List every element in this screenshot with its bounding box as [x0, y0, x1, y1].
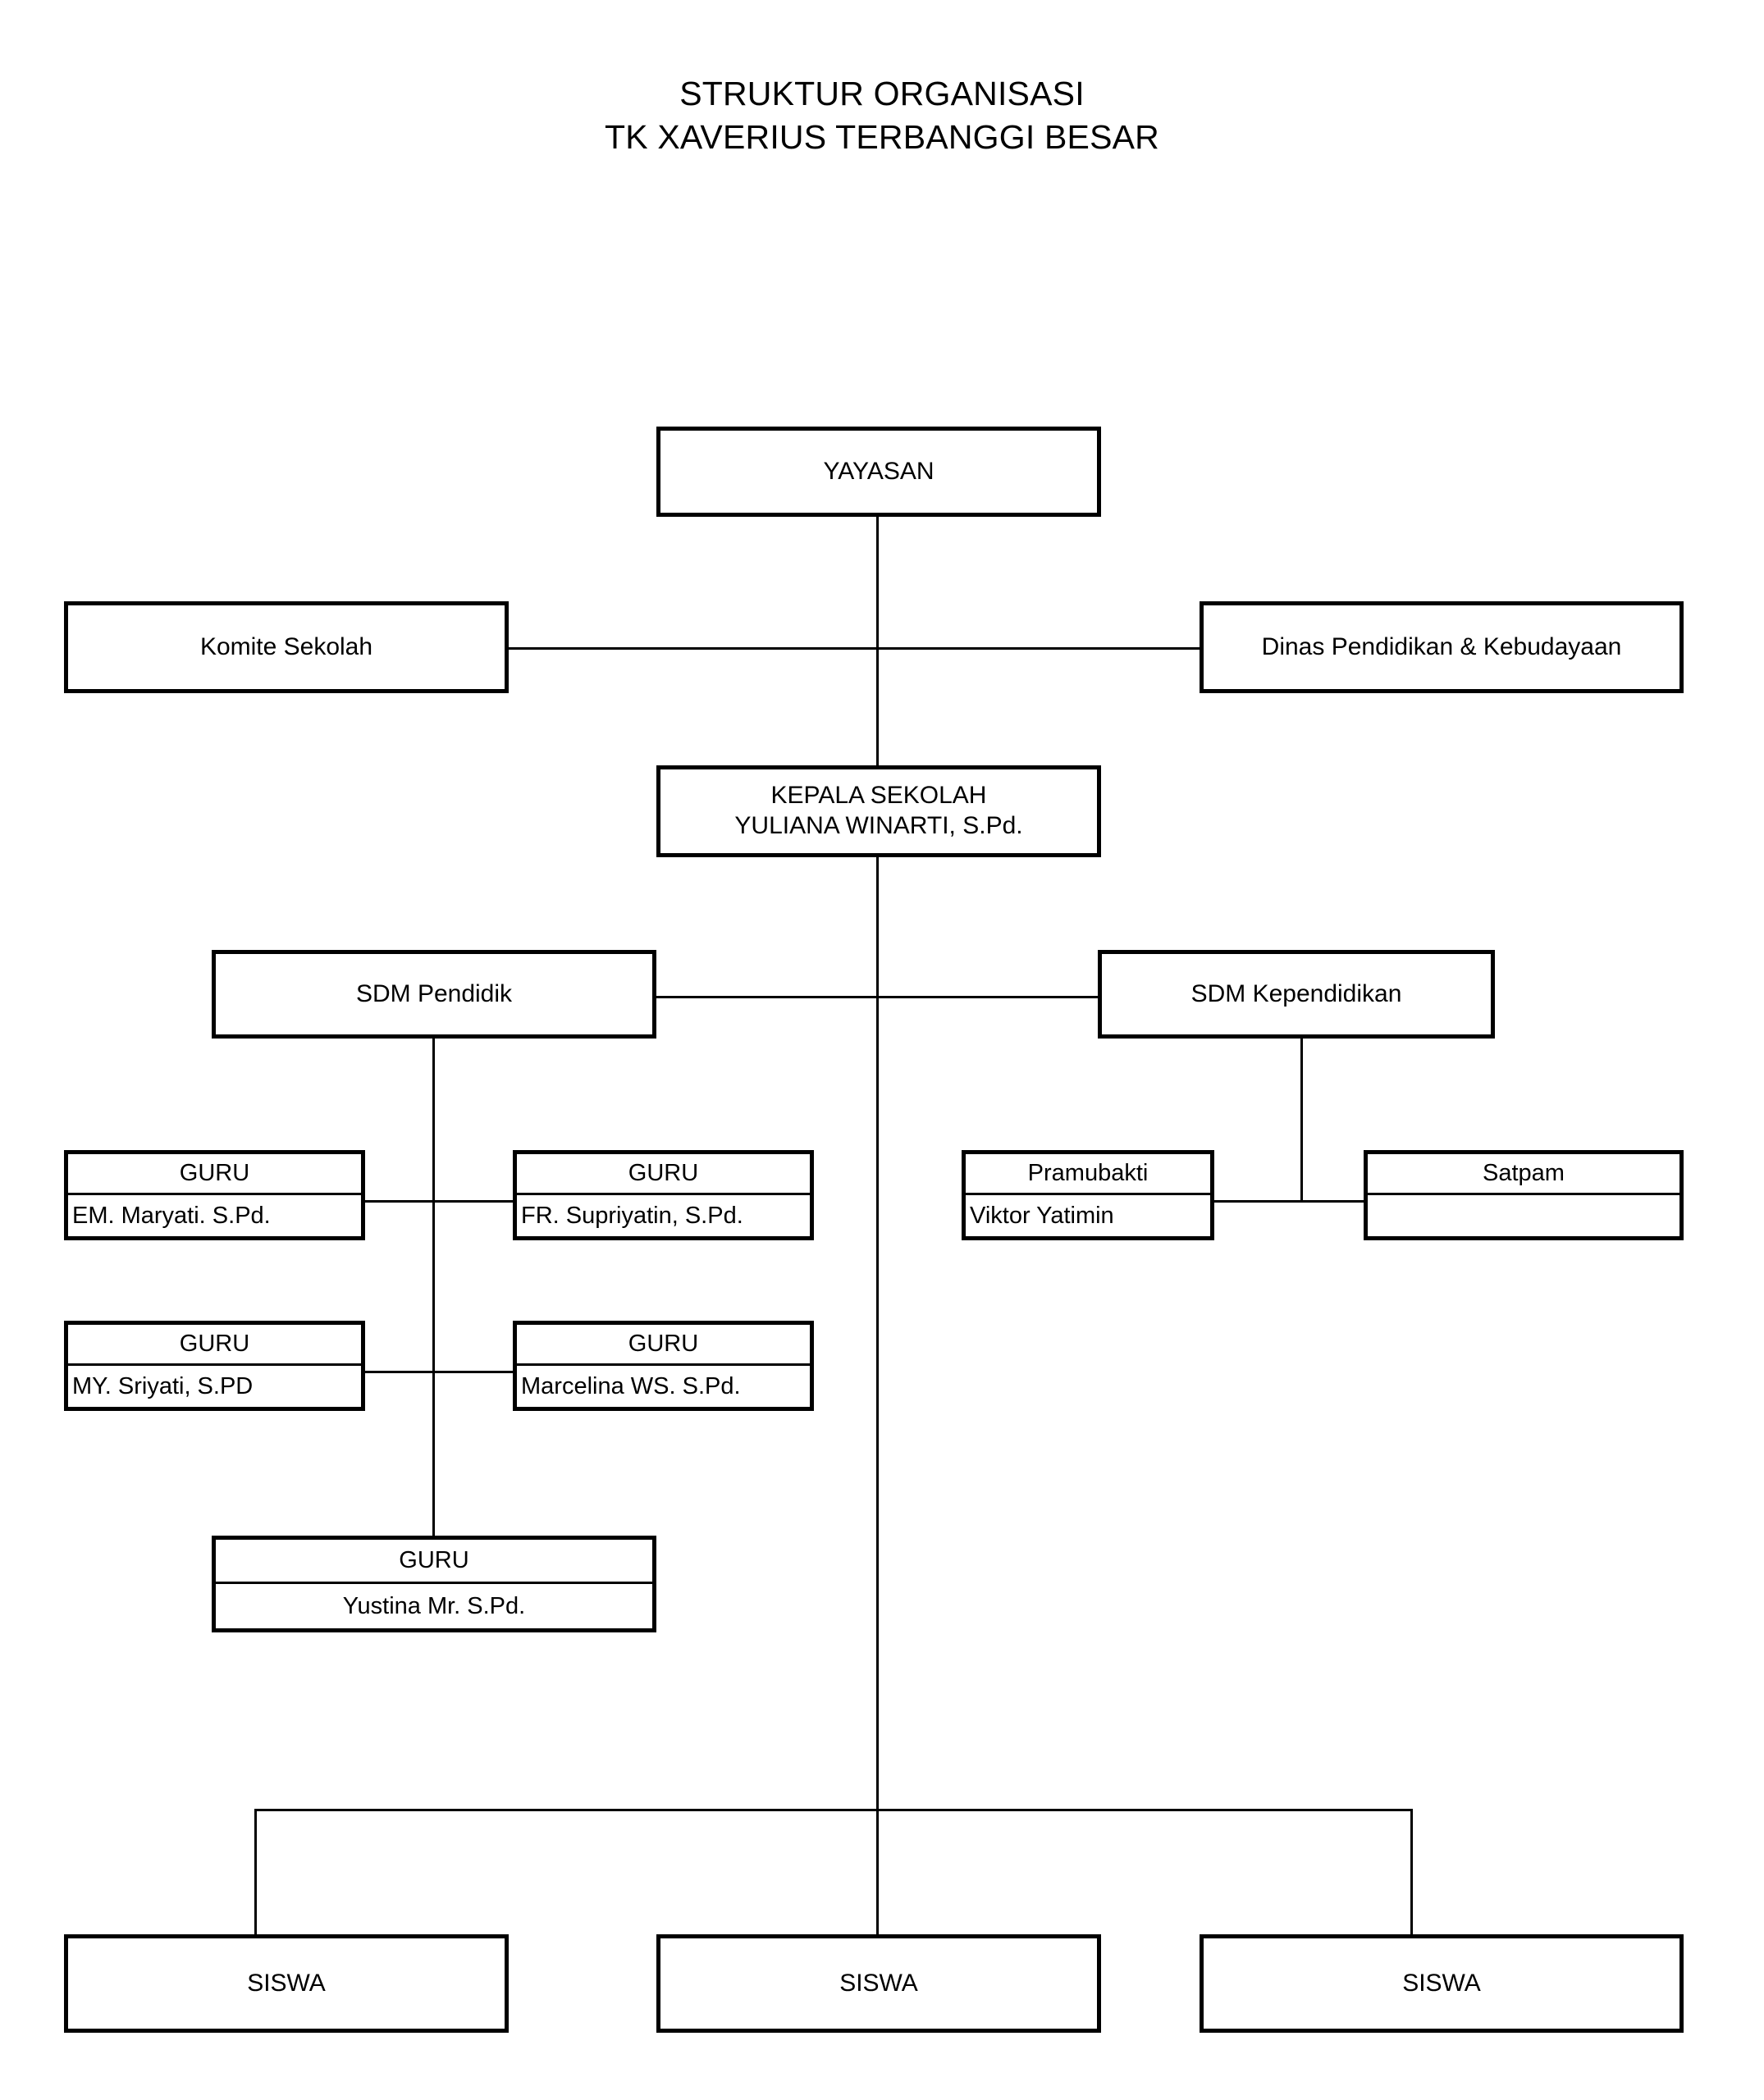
- node-guru-2-role: GURU: [517, 1154, 810, 1195]
- node-guru-4-name: Marcelina WS. S.Pd.: [521, 1372, 741, 1399]
- node-guru-3[interactable]: GURU MY. Sriyati, S.PD: [64, 1321, 365, 1411]
- title-line-1: STRUKTUR ORGANISASI: [679, 75, 1085, 112]
- node-sdm-pendidik-label: SDM Pendidik: [355, 979, 513, 1007]
- connector-sdm-pendidik-to-spine: [656, 996, 878, 998]
- node-guru-5[interactable]: GURU Yustina Mr. S.Pd.: [212, 1536, 656, 1632]
- connector-pramubakti-to-drop: [1213, 1200, 1303, 1203]
- node-dinas-pendidikan-label: Dinas Pendidikan & Kebudayaan: [1261, 632, 1622, 660]
- node-sdm-kependidikan[interactable]: SDM Kependidikan: [1098, 950, 1495, 1039]
- node-kepala-sekolah[interactable]: KEPALA SEKOLAH YULIANA WINARTI, S.Pd.: [656, 765, 1101, 857]
- node-siswa-1-label: SISWA: [247, 1969, 326, 1997]
- connector-bus-to-siswa-left: [254, 1809, 257, 1936]
- node-sdm-kependidikan-label: SDM Kependidikan: [1190, 979, 1402, 1007]
- node-kepala-sekolah-name: YULIANA WINARTI, S.Pd.: [734, 812, 1023, 839]
- connector-spine-to-sdm-kependidikan: [876, 996, 1114, 998]
- connector-bus-to-siswa-right: [1410, 1809, 1413, 1936]
- node-sdm-pendidik[interactable]: SDM Pendidik: [212, 950, 656, 1039]
- connector-spine-kepala-to-sdm: [876, 857, 879, 1001]
- node-guru-2[interactable]: GURU FR. Supriyatin, S.Pd.: [513, 1150, 814, 1240]
- connector-komite-to-spine: [509, 647, 878, 650]
- node-pramubakti-name: Viktor Yatimin: [970, 1202, 1114, 1229]
- connector-spine-yayasan-to-komite: [876, 517, 879, 648]
- node-guru-5-name: Yustina Mr. S.Pd.: [342, 1592, 526, 1619]
- node-siswa-3[interactable]: SISWA: [1200, 1934, 1684, 2033]
- node-guru-1-role: GURU: [68, 1154, 361, 1195]
- node-pramubakti-role: Pramubakti: [966, 1154, 1210, 1195]
- page-title: STRUKTUR ORGANISASI TK XAVERIUS TERBANGG…: [0, 72, 1764, 160]
- node-siswa-3-label: SISWA: [1402, 1969, 1481, 1997]
- node-guru-3-role: GURU: [68, 1325, 361, 1366]
- node-guru-4-role: GURU: [517, 1325, 810, 1366]
- node-guru-1[interactable]: GURU EM. Maryati. S.Pd.: [64, 1150, 365, 1240]
- node-pramubakti[interactable]: Pramubakti Viktor Yatimin: [962, 1150, 1214, 1240]
- node-guru-2-name: FR. Supriyatin, S.Pd.: [521, 1202, 743, 1229]
- connector-sdm-kependidikan-drop: [1300, 1038, 1303, 1202]
- node-satpam-name: [1368, 1195, 1679, 1236]
- node-yayasan[interactable]: YAYASAN: [656, 427, 1101, 517]
- node-siswa-2-label: SISWA: [839, 1969, 918, 1997]
- connector-sdm-pendidik-drop: [432, 1038, 435, 1559]
- connector-spine-sdm-to-siswa-bus: [876, 1001, 879, 1813]
- node-guru-4[interactable]: GURU Marcelina WS. S.Pd.: [513, 1321, 814, 1411]
- node-dinas-pendidikan[interactable]: Dinas Pendidikan & Kebudayaan: [1200, 601, 1684, 693]
- connector-guru-row-1: [363, 1200, 516, 1203]
- node-satpam[interactable]: Satpam: [1364, 1150, 1684, 1240]
- connector-spine-to-dinas: [876, 647, 1218, 650]
- connector-spine-bus-to-siswa-center: [876, 1809, 879, 1936]
- connector-drop-to-satpam: [1300, 1200, 1366, 1203]
- connector-siswa-bus: [254, 1809, 1413, 1811]
- node-yayasan-label: YAYASAN: [823, 457, 935, 485]
- node-siswa-2[interactable]: SISWA: [656, 1934, 1101, 2033]
- node-satpam-role: Satpam: [1368, 1154, 1679, 1195]
- title-line-2: TK XAVERIUS TERBANGGI BESAR: [605, 118, 1159, 157]
- node-siswa-1[interactable]: SISWA: [64, 1934, 509, 2033]
- node-komite-sekolah[interactable]: Komite Sekolah: [64, 601, 509, 693]
- node-guru-5-role: GURU: [216, 1540, 652, 1584]
- node-kepala-sekolah-title: KEPALA SEKOLAH: [770, 782, 987, 810]
- connector-guru-row-2: [363, 1371, 516, 1373]
- connector-spine-komite-to-kepala: [876, 648, 879, 767]
- node-guru-1-name: EM. Maryati. S.Pd.: [72, 1202, 271, 1229]
- node-komite-sekolah-label: Komite Sekolah: [199, 632, 373, 660]
- node-guru-3-name: MY. Sriyati, S.PD: [72, 1372, 254, 1399]
